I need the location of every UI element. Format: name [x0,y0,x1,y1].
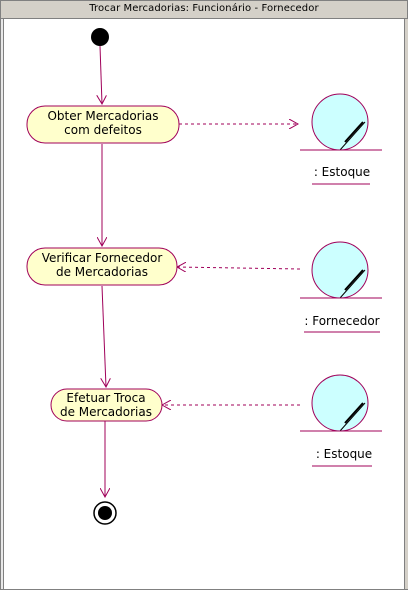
final-node[interactable] [93,501,117,525]
flow-initial-to-obter[interactable] [100,45,102,104]
activity-verificar-line2: de Mercadorias [56,265,148,279]
left-border [1,19,4,589]
initial-node[interactable] [91,28,109,46]
activity-verificar-fornecedor[interactable]: Verificar Fornecedor de Mercadorias [26,247,178,286]
entity-object-estoque-1[interactable]: : Estoque [300,93,382,185]
entity-object-fornecedor[interactable]: : Fornecedor [300,241,382,333]
flow-verificar-to-efetuar[interactable] [102,285,106,387]
window-title: Trocar Mercadorias: Funcionário - Fornec… [89,3,319,14]
activity-efetuar-troca[interactable]: Efetuar Troca de Mercadorias [50,388,163,422]
vertical-scrollbar[interactable] [404,19,408,589]
window-titlebar: Trocar Mercadorias: Funcionário - Fornec… [1,1,407,19]
activity-verificar-line1: Verificar Fornecedor [42,251,163,265]
activity-efetuar-line1: Efetuar Troca [66,391,145,405]
entity-object-estoque-2-label: : Estoque [316,447,372,461]
activity-obter-line1: Obter Mercadorias [47,109,158,123]
entity-object-fornecedor-label: : Fornecedor [304,314,379,328]
entity-object-estoque-1-label: : Estoque [314,165,370,179]
objectflow-fornecedor-to-verificar[interactable] [177,267,301,269]
activity-obter-line2: com defeitos [64,123,142,137]
entity-object-estoque-2[interactable]: : Estoque [300,374,382,467]
activity-obter-mercadorias[interactable]: Obter Mercadorias com defeitos [26,105,180,144]
activity-efetuar-line2: de Mercadorias [60,405,152,419]
